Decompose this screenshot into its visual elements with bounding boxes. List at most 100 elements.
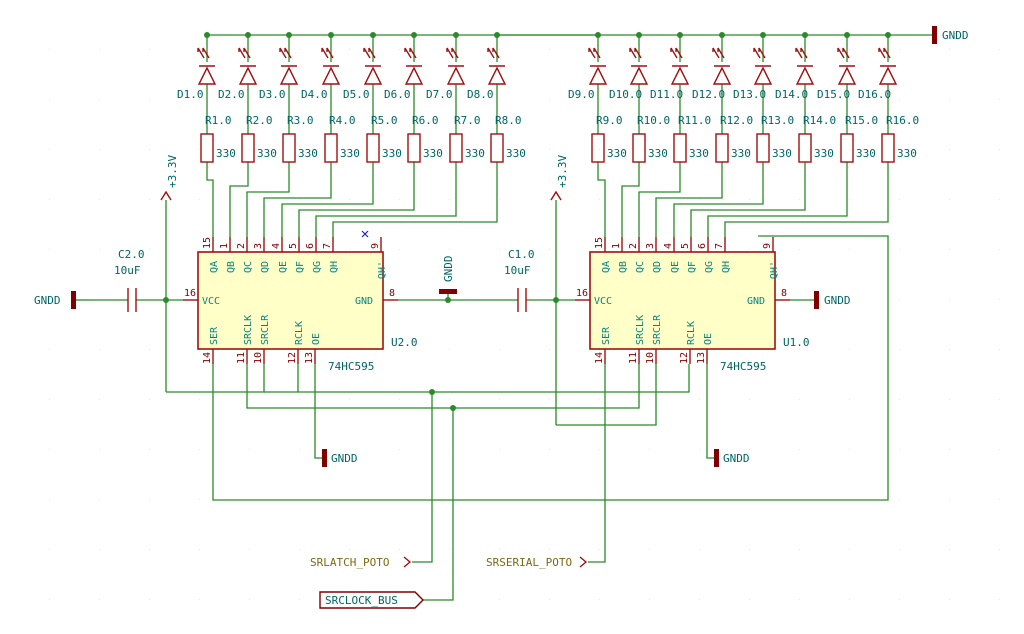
output-wire [298, 162, 415, 237]
led-light-arrows [404, 47, 417, 59]
u1-chip-body[interactable] [589, 251, 776, 350]
u1-pin-num-11: 11 [628, 352, 639, 364]
left-res-value-4: 330 [382, 147, 402, 160]
u2-pin-num-14: 14 [202, 352, 213, 364]
output-wire [229, 162, 249, 237]
resistor-symbol[interactable] [840, 133, 854, 163]
right-led-label-4: D13.0 [733, 88, 766, 101]
output-wire [263, 162, 332, 237]
led-symbol[interactable] [363, 65, 383, 85]
led-symbol[interactable] [712, 65, 732, 85]
srserial-label[interactable]: SRSERIAL_POTO [486, 556, 588, 569]
right-led-label-1: D10.0 [609, 88, 642, 101]
u2-pin-num-12: 12 [287, 352, 298, 364]
u1-pin-num-6: 6 [697, 243, 708, 249]
u2-pin-name-OE: OE [311, 333, 322, 345]
led-symbol[interactable] [404, 65, 424, 85]
right-res-value-0: 330 [607, 147, 627, 160]
c1-symbol[interactable] [517, 288, 527, 312]
junction-dot [453, 32, 459, 38]
output-wire [638, 162, 681, 237]
u2-pin-num-16: 16 [184, 288, 196, 299]
srclock-bus-wire [423, 408, 454, 601]
resistor-symbol[interactable] [881, 133, 895, 163]
led-symbol[interactable] [753, 65, 773, 85]
resistor-symbol[interactable] [632, 133, 646, 163]
led-symbol[interactable] [197, 65, 217, 85]
resistor-symbol[interactable] [591, 133, 605, 163]
u1-gnd-symbol [814, 291, 819, 309]
resistor-symbol[interactable] [282, 133, 296, 163]
vcc-arrow-right [550, 190, 562, 201]
resistor-symbol[interactable] [200, 133, 214, 163]
resistor-symbol[interactable] [673, 133, 687, 163]
u2-chip-value: 74HC595 [328, 360, 374, 373]
u2-pin-name-QE: QE [278, 261, 289, 273]
resistor-symbol[interactable] [241, 133, 255, 163]
u2-pin-name-SRCLR: SRCLR [260, 314, 271, 345]
led-symbol[interactable] [795, 65, 815, 85]
led-symbol[interactable] [487, 65, 507, 85]
led-light-arrows [321, 47, 334, 59]
junction-dot [411, 32, 417, 38]
led-light-arrows [753, 47, 766, 59]
resistor-symbol[interactable] [449, 133, 463, 163]
u2-pin-num-15: 15 [202, 237, 213, 249]
resistor-symbol[interactable] [407, 133, 421, 163]
led-symbol[interactable] [629, 65, 649, 85]
junction-dot [370, 32, 376, 38]
right-res-value-7: 330 [897, 147, 917, 160]
left-led-label-1: D2.0 [218, 88, 245, 101]
u2-pin-name-vcc: VCC [202, 296, 220, 307]
u1-pin-num-7: 7 [714, 243, 725, 249]
resistor-symbol[interactable] [324, 133, 338, 163]
led-symbol[interactable] [446, 65, 466, 85]
right-led-label-7: D16.0 [858, 88, 891, 101]
u1-chip-ref: U1.0 [783, 336, 810, 349]
resistor-symbol[interactable] [756, 133, 770, 163]
output-wire [621, 162, 640, 237]
resistor-symbol[interactable] [490, 133, 504, 163]
srclock-bus-label[interactable]: SRCLOCK_BUS [319, 591, 424, 609]
resistor-symbol[interactable] [366, 133, 380, 163]
u2-pin-num-7: 7 [322, 243, 333, 249]
u1-pin-name-QC: QC [635, 261, 646, 273]
rclk-right-wire [432, 364, 690, 393]
led-light-arrows [837, 47, 850, 59]
led-symbol[interactable] [588, 65, 608, 85]
c2-gnd-label: GNDD [34, 294, 61, 307]
led-symbol[interactable] [670, 65, 690, 85]
right-res-value-5: 330 [814, 147, 834, 160]
u1-pin-name-QH: QH [721, 261, 732, 273]
left-led-label-3: D4.0 [301, 88, 328, 101]
led-light-arrows [670, 47, 683, 59]
resistor-symbol[interactable] [798, 133, 812, 163]
led-symbol[interactable] [321, 65, 341, 85]
u1-pin-name-vcc: VCC [594, 296, 612, 307]
led-symbol[interactable] [878, 65, 898, 85]
left-res-value-1: 330 [257, 147, 277, 160]
output-wire [655, 162, 723, 237]
c2-symbol[interactable] [127, 288, 137, 312]
srlatch-end-wire [412, 558, 433, 563]
u1-pin-name-QB: QB [618, 261, 629, 273]
u2-pin-num-4: 4 [271, 243, 282, 249]
left-res-value-7: 330 [506, 147, 526, 160]
junction-dot [245, 32, 251, 38]
output-wire [246, 162, 290, 237]
led-symbol[interactable] [837, 65, 857, 85]
vcc-label-left: +3.3V [166, 155, 179, 188]
led-symbol[interactable] [238, 65, 258, 85]
right-res-label-6: R15.0 [845, 114, 878, 127]
led-symbol[interactable] [279, 65, 299, 85]
u1-pin-name-SER: SER [601, 326, 612, 345]
right-res-value-1: 330 [648, 147, 668, 160]
svg-text:SRSERIAL_POTO: SRSERIAL_POTO [486, 556, 572, 569]
srlatch-label[interactable]: SRLATCH_POTO [310, 556, 412, 569]
resistor-symbol[interactable] [715, 133, 729, 163]
u1-pin-num-9: 9 [762, 243, 773, 249]
u2-pin-name-QD: QD [260, 261, 271, 273]
u1-pin-name-SRCLR: SRCLR [652, 314, 663, 345]
u2-chip-body[interactable] [197, 251, 384, 350]
